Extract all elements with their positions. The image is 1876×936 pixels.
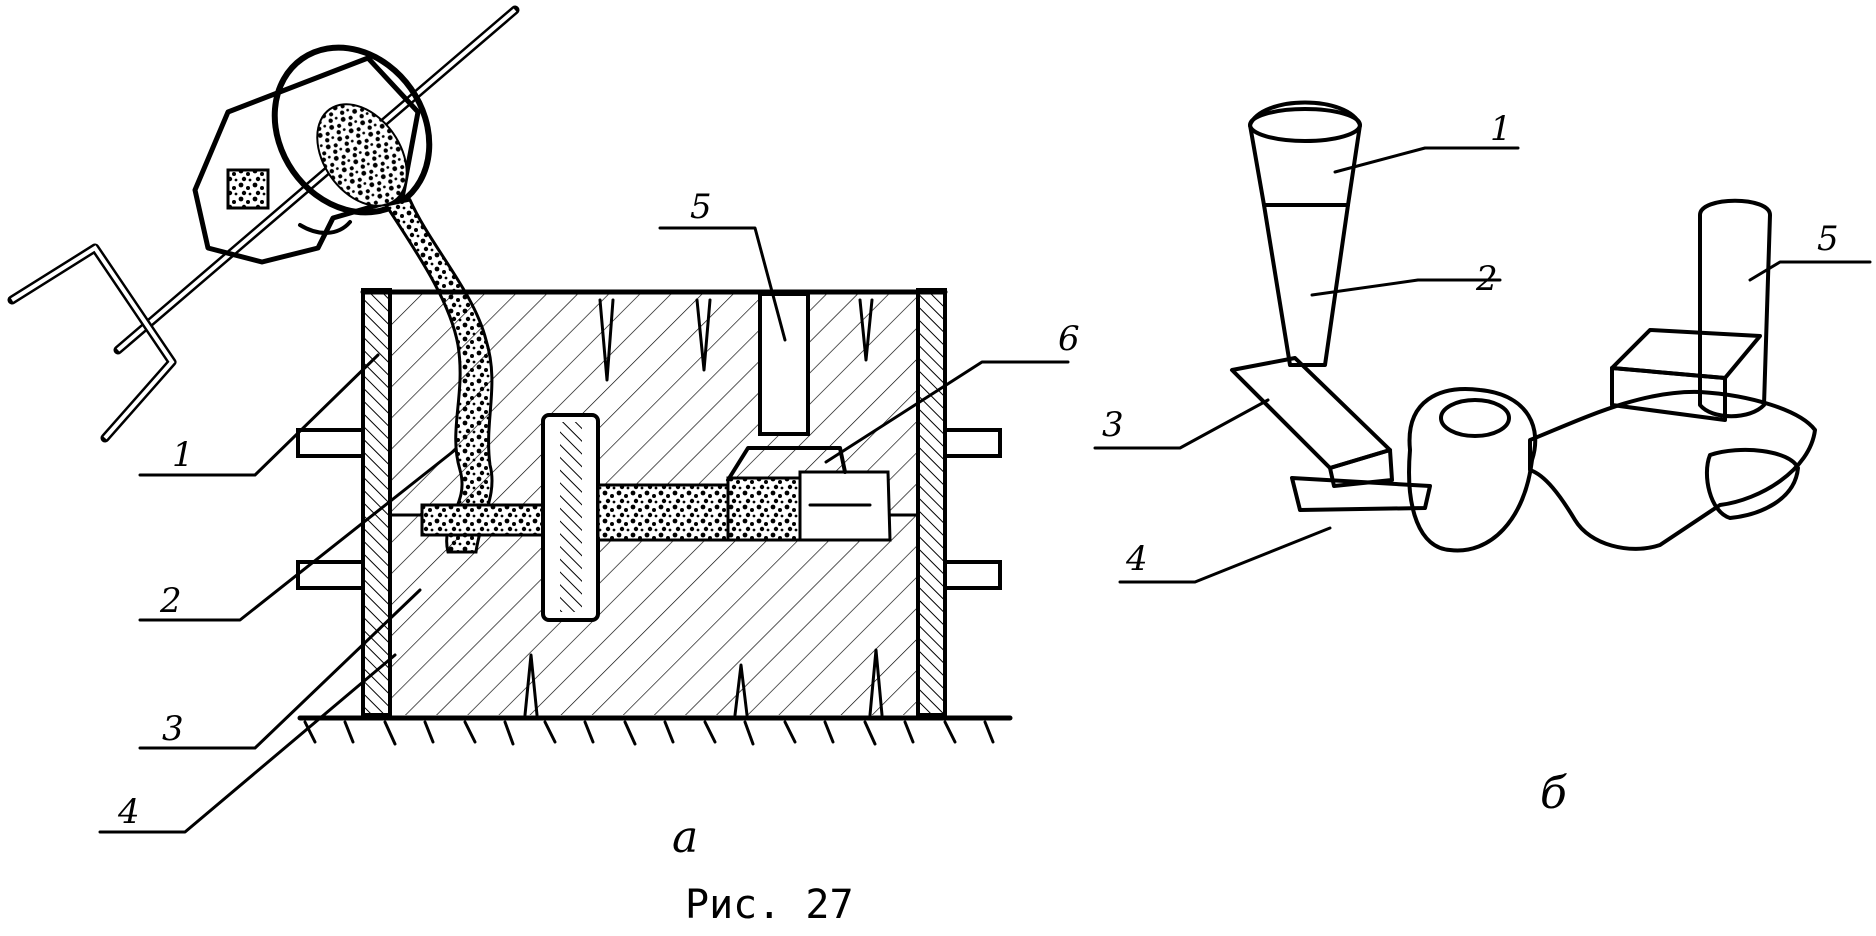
callout-b-4: 4 (1125, 539, 1148, 579)
callout-a-4: 4 (117, 792, 140, 832)
runner (1230, 356, 1394, 488)
callout-b-1: 1 (1490, 109, 1512, 149)
panel-a-label: а (672, 812, 698, 863)
callout-a-2: 2 (159, 581, 182, 621)
riser (1610, 198, 1772, 422)
ladle (192, 44, 433, 265)
callout-a-5: 5 (690, 187, 712, 227)
panel-b: 1 2 3 4 5 б (1093, 100, 1872, 819)
flask (296, 288, 1002, 717)
callout-b-3: 3 (1102, 405, 1124, 445)
callout-a-1: 1 (172, 435, 194, 475)
gate (1290, 476, 1432, 512)
panel-a-leaders (98, 226, 1070, 834)
floor (297, 715, 1013, 746)
callout-a-3: 3 (162, 709, 184, 749)
panel-b-leaders (1093, 146, 1872, 584)
callout-b-5: 5 (1817, 219, 1839, 259)
callout-b-2: 2 (1475, 259, 1498, 299)
panel-b-label: б (1540, 768, 1567, 819)
panel-a: 1 2 3 4 5 6 а (7, 5, 1080, 863)
figure-caption: Рис. 27 (685, 882, 854, 928)
casting-part (1407, 387, 1817, 553)
casting-cavity (420, 413, 892, 622)
ladle-handle (7, 5, 520, 443)
pouring-basin (1248, 100, 1362, 367)
callout-a-6: 6 (1058, 319, 1080, 359)
